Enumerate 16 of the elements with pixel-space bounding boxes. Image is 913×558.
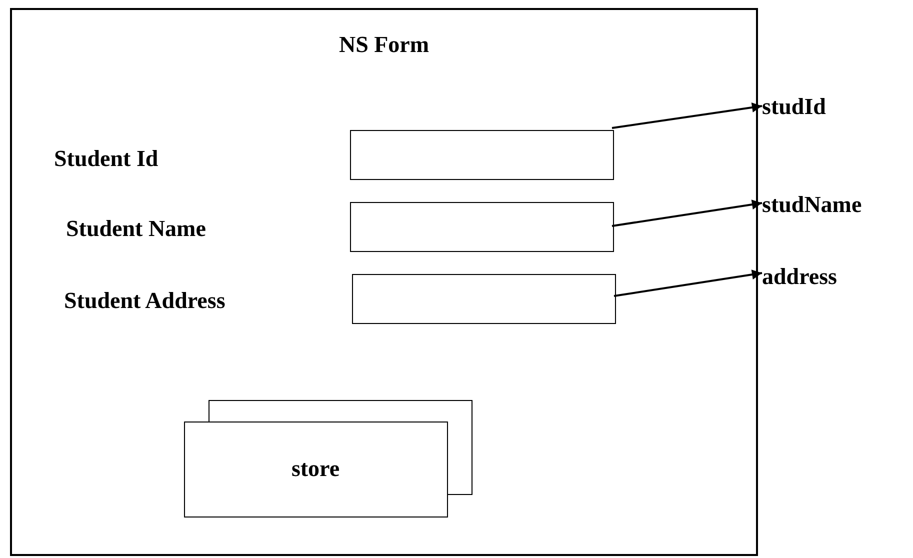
input-field <box>350 202 614 252</box>
field-name-text: studName <box>762 190 912 220</box>
form-frame <box>10 8 758 556</box>
field-name-text: address <box>762 262 882 292</box>
arrow <box>612 200 762 227</box>
field-label: Student Name <box>66 215 206 243</box>
field-name-text: studId <box>762 92 852 122</box>
field-label: Student Address <box>64 287 226 315</box>
arrow <box>614 270 762 297</box>
form-title: NS Form <box>338 31 430 59</box>
arrow <box>612 102 762 129</box>
input-field <box>352 274 616 324</box>
store-label: store <box>291 455 340 484</box>
input-field <box>350 130 614 180</box>
field-label: Student Id <box>54 145 158 173</box>
stacked-box <box>184 400 473 518</box>
